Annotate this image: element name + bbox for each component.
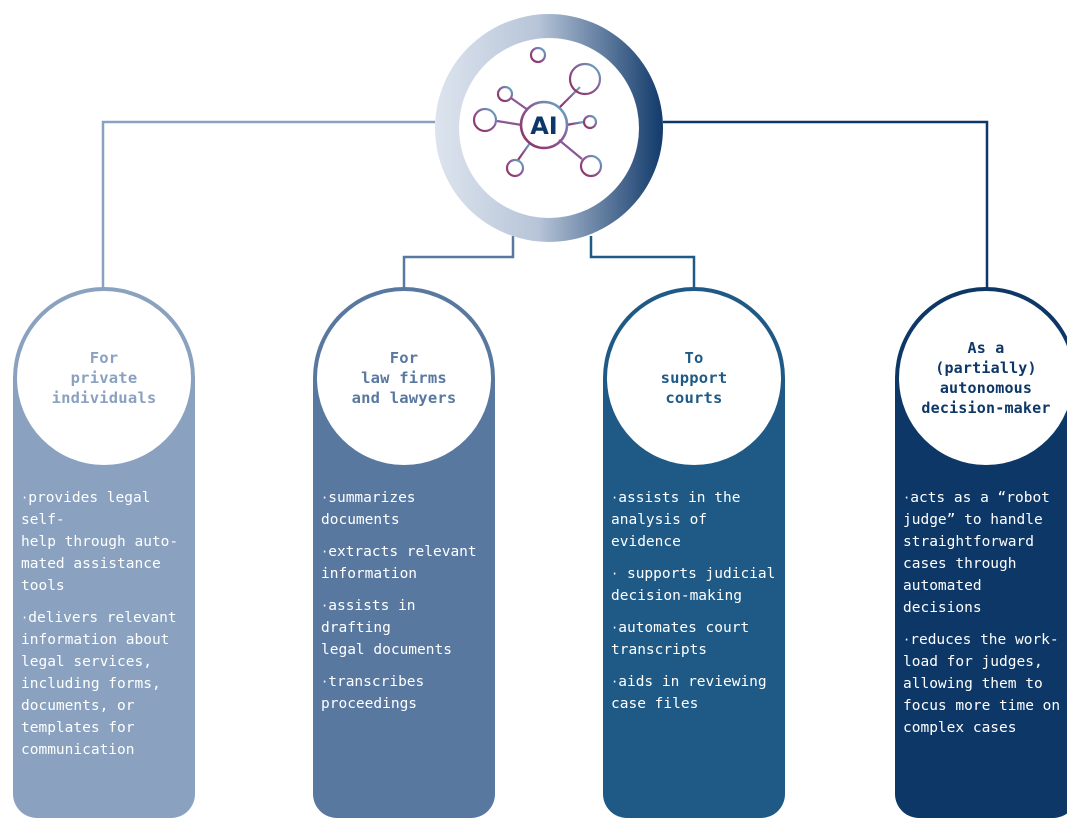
list-item-text: summarizes documents [321,490,416,528]
list-item-text: transcribes proceedings [321,674,425,712]
list-item: ·acts as a “robot judge” to handle strai… [901,487,1067,619]
list-item: ·assists in the analysis of evidence [609,487,781,553]
column-private-individuals: For private individuals ·provides legal … [13,287,195,818]
column-item-list: ·assists in the analysis of evidence · s… [609,487,781,725]
network-icon [472,46,603,178]
bullet: · [21,491,29,505]
column-header-disc: For private individuals [17,291,191,465]
ai-hub: AI [435,14,663,242]
list-item: ·reduces the work- load for judges, allo… [901,629,1067,739]
bullet: · [611,491,619,505]
list-item-text: supports judicial decision-making [611,566,776,604]
connector-col3 [589,236,696,297]
column-title: To support courts [660,349,728,407]
bullet: · [611,567,619,581]
column-title: As a (partially) autonomous decision-mak… [921,339,1051,417]
column-item-list: ·acts as a “robot judge” to handle strai… [901,487,1067,749]
column-law-firms: For law firms and lawyers ·summarizes do… [313,287,495,818]
list-item-text: assists in drafting legal documents [321,598,452,658]
column-header-disc: To support courts [607,291,781,465]
list-item-text: acts as a “robot judge” to handle straig… [903,490,1050,616]
bullet: · [321,599,329,613]
bullet: · [21,611,29,625]
list-item-text: extracts relevant information [321,544,477,582]
column-support-courts: To support courts ·assists in the analys… [603,287,785,818]
list-item: · supports judicial decision-making [609,563,781,607]
bullet: · [321,675,329,689]
column-title: For law firms and lawyers [351,349,457,407]
list-item: ·provides legal self- help through auto-… [19,487,191,597]
list-item-text: automates court transcripts [611,620,750,658]
list-item: ·aids in reviewing case files [609,671,781,715]
list-item: ·summarizes documents [319,487,491,531]
list-item: ·delivers relevant information about leg… [19,607,191,761]
list-item-text: delivers relevant information about lega… [21,610,177,758]
list-item-text: assists in the analysis of evidence [611,490,741,550]
ai-hub-label: AI [530,112,558,140]
bullet: · [903,633,911,647]
column-item-list: ·summarizes documents ·extracts relevant… [319,487,491,725]
connector-col1 [101,120,435,297]
column-header-disc: For law firms and lawyers [317,291,491,465]
list-item-text: provides legal self- help through auto- … [21,490,179,594]
connector-col2 [402,236,515,297]
list-item: ·transcribes proceedings [319,671,491,715]
column-title: For private individuals [51,349,157,407]
column-autonomous-decision-maker: As a (partially) autonomous decision-mak… [895,287,1067,818]
list-item: ·automates court transcripts [609,617,781,661]
bullet: · [611,675,619,689]
connector-col4 [663,120,989,297]
bullet: · [321,545,329,559]
list-item: ·assists in drafting legal documents [319,595,491,661]
column-item-list: ·provides legal self- help through auto-… [19,487,191,771]
bullet: · [903,491,911,505]
bullet: · [611,621,619,635]
column-header-disc: As a (partially) autonomous decision-mak… [899,291,1067,465]
list-item-text: reduces the work- load for judges, allow… [903,632,1061,736]
bullet: · [321,491,329,505]
list-item: ·extracts relevant information [319,541,491,585]
list-item-text: aids in reviewing case files [611,674,767,712]
